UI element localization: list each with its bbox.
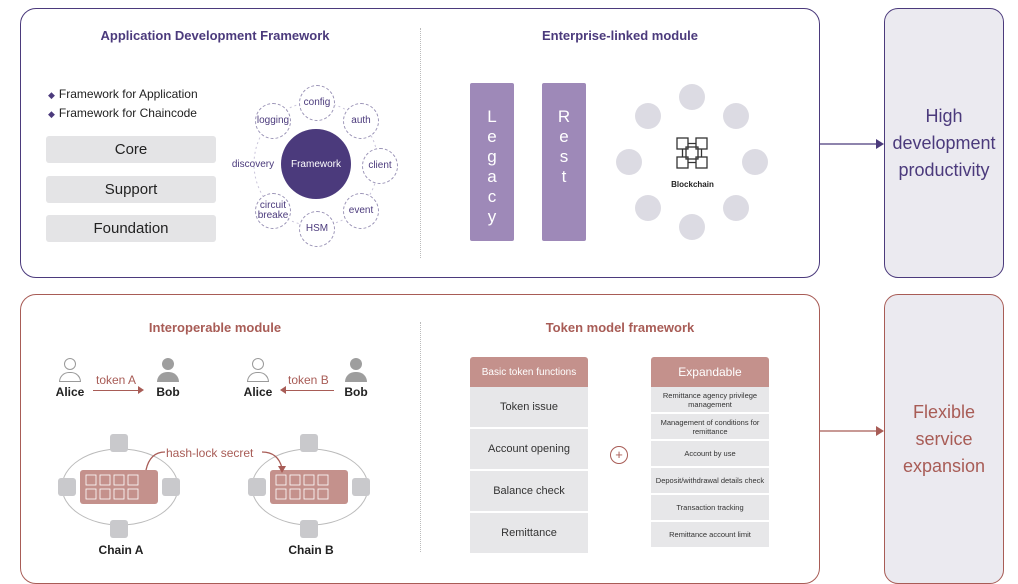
bob-label: Bob xyxy=(344,385,368,399)
bottom-divider xyxy=(420,322,421,552)
top-divider xyxy=(420,28,421,258)
expandable-item: Account by use xyxy=(651,441,769,468)
plus-icon: + xyxy=(610,446,628,464)
token-b-line xyxy=(286,390,334,391)
peer-node xyxy=(723,195,749,221)
legacy-bar: L e g a c y xyxy=(470,83,514,241)
bob-label: Bob xyxy=(156,385,180,399)
alice-a: Alice xyxy=(40,358,100,399)
bob-a: Bob xyxy=(138,358,198,399)
expandable-item: Management of conditions for remittance xyxy=(651,414,769,441)
legacy-letter: y xyxy=(487,207,497,226)
flexible-expansion-box: Flexible service expansion xyxy=(884,294,1004,584)
peer-node xyxy=(635,195,661,221)
bullet-chaincode-label: Framework for Chaincode xyxy=(58,106,197,120)
basic-token-item: Balance check xyxy=(470,471,588,513)
basic-token-item: Remittance xyxy=(470,513,588,555)
layer-foundation: Foundation xyxy=(46,215,216,242)
node-logging: logging xyxy=(255,103,291,139)
person-icon xyxy=(350,358,362,370)
node-auth: auth xyxy=(343,103,379,139)
chain-diagrams xyxy=(58,434,370,538)
rest-letter: R xyxy=(557,107,571,126)
legacy-letter: L xyxy=(487,107,497,126)
basic-token-item: Token issue xyxy=(470,387,588,429)
bob-b: Bob xyxy=(326,358,386,399)
legacy-letter: c xyxy=(487,187,497,206)
alice-b: Alice xyxy=(228,358,288,399)
expandable-item: Transaction tracking xyxy=(651,495,769,522)
alice-label: Alice xyxy=(243,385,273,399)
token-b-arrowhead xyxy=(280,386,286,394)
legacy-letter: a xyxy=(487,167,497,186)
node-circuit-breaker: circuit breake xyxy=(255,193,291,229)
token-b-label: token B xyxy=(288,373,329,387)
expandable-item: Remittance agency privilege management xyxy=(651,387,769,414)
bullet-app-label: Framework for Application xyxy=(58,87,198,101)
interoperable-module-title: Interoperable module xyxy=(148,320,282,335)
token-a-line xyxy=(93,390,139,391)
legacy-letter: e xyxy=(487,127,497,146)
rest-letter: t xyxy=(561,167,567,186)
node-hsm: HSM xyxy=(299,211,335,247)
peer-node xyxy=(742,149,768,175)
peer-node xyxy=(679,214,705,240)
node-discovery: discovery xyxy=(231,159,275,170)
person-icon xyxy=(252,358,264,370)
app-dev-framework-title: Application Development Framework xyxy=(100,28,330,43)
peer-node xyxy=(635,103,661,129)
bullet-chaincode: ◆Framework for Chaincode xyxy=(48,106,197,120)
token-a-arrowhead xyxy=(138,386,144,394)
person-icon xyxy=(64,358,76,370)
layer-support: Support xyxy=(46,176,216,203)
layer-core: Core xyxy=(46,136,216,163)
token-a-label: token A xyxy=(96,373,137,387)
expandable-table: Expandable Remittance agency privilege m… xyxy=(651,357,769,549)
basic-token-item: Account opening xyxy=(470,429,588,471)
hash-lock-label: hash-lock secret xyxy=(166,446,254,460)
enterprise-module-title: Enterprise-linked module xyxy=(541,28,699,43)
node-client: client xyxy=(362,148,398,184)
peer-node xyxy=(723,103,749,129)
expandable-item: Deposit/withdrawal details check xyxy=(651,468,769,495)
expandable-item: Remittance account limit xyxy=(651,522,769,549)
alice-label: Alice xyxy=(55,385,85,399)
arrow-to-productivity xyxy=(820,139,884,149)
legacy-letter: g xyxy=(487,147,497,166)
basic-token-header: Basic token functions xyxy=(470,357,588,387)
blockchain-icon xyxy=(676,137,708,169)
chain-a-label: Chain A xyxy=(98,543,144,557)
chain-b-label: Chain B xyxy=(288,543,334,557)
token-model-title: Token model framework xyxy=(545,320,695,335)
rest-letter: e xyxy=(559,127,569,146)
rest-letter: s xyxy=(559,147,569,166)
expandable-header: Expandable xyxy=(651,357,769,387)
node-event: event xyxy=(343,193,379,229)
bullet-app: ◆Framework for Application xyxy=(48,87,198,101)
basic-token-table: Basic token functions Token issue Accoun… xyxy=(470,357,588,555)
rest-bar: R e s t xyxy=(542,83,586,241)
node-config: config xyxy=(299,85,335,121)
framework-hub: Framework xyxy=(281,129,351,199)
peer-node xyxy=(679,84,705,110)
arrow-to-expansion xyxy=(820,426,884,436)
person-icon xyxy=(162,358,174,370)
peer-node xyxy=(616,149,642,175)
high-productivity-box: High development productivity xyxy=(884,8,1004,278)
blockchain-label: Blockchain xyxy=(671,180,714,189)
